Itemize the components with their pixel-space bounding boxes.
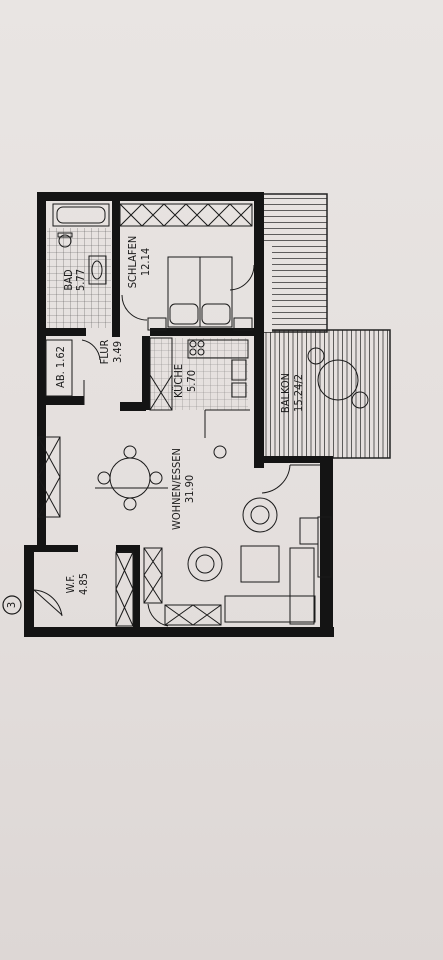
svg-text:KÜCHE: KÜCHE <box>172 364 185 398</box>
walls <box>24 192 334 637</box>
room-label-wf: W.F. 4.85 <box>64 573 90 595</box>
bath-tiles <box>47 228 111 328</box>
interior-lines <box>33 203 369 627</box>
room-label-balkon: BALKON 15.24/2 <box>279 373 305 413</box>
svg-text:12.14: 12.14 <box>139 248 152 276</box>
room-label-kueche: KÜCHE 5.70 <box>172 364 198 398</box>
svg-text:AB. 1.62: AB. 1.62 <box>54 346 67 388</box>
svg-text:15.24/2: 15.24/2 <box>292 374 305 412</box>
svg-text:FLUR: FLUR <box>98 339 111 364</box>
svg-text:3: 3 <box>5 602 18 608</box>
unit-marker: 3 <box>2 595 22 615</box>
svg-text:31.90: 31.90 <box>183 475 196 503</box>
svg-text:4.85: 4.85 <box>77 573 90 595</box>
svg-text:5.77: 5.77 <box>74 269 87 291</box>
svg-text:BALKON: BALKON <box>279 373 292 413</box>
svg-text:SCHLAFEN: SCHLAFEN <box>126 236 139 289</box>
svg-text:3.49: 3.49 <box>111 341 124 363</box>
svg-text:W.F.: W.F. <box>64 575 77 594</box>
room-label-bad: BAD 5.77 <box>62 269 87 291</box>
svg-text:5.70: 5.70 <box>185 370 198 392</box>
room-label-ab: AB. 1.62 <box>54 346 67 388</box>
svg-text:WOHNEN/ESSEN: WOHNEN/ESSEN <box>170 448 183 530</box>
room-label-flur: FLUR 3.49 <box>98 339 124 364</box>
room-label-wohnen: WOHNEN/ESSEN 31.90 <box>170 448 196 530</box>
svg-text:BAD: BAD <box>62 269 75 291</box>
room-label-schlafen: SCHLAFEN 12.14 <box>126 236 152 289</box>
